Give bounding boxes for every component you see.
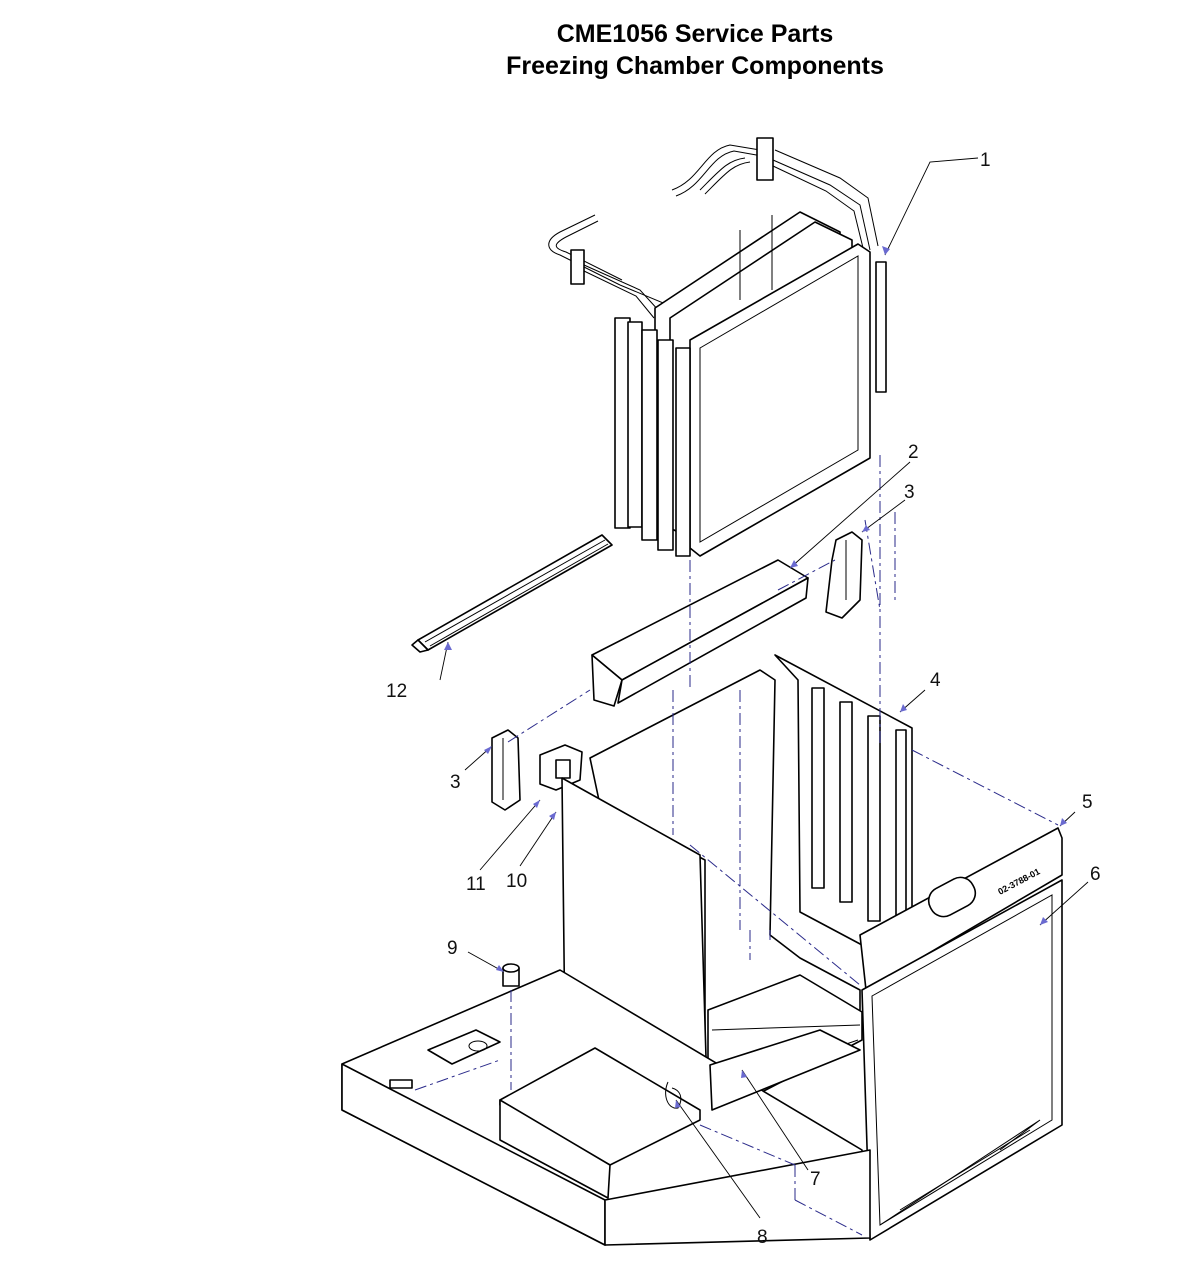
part-3-bracket-left [491,729,521,811]
part-7-ledge [709,1029,861,1111]
diagram-title: CME1056 Service Parts [556,20,834,48]
part-4-back-panel [774,654,913,946]
callout-6: 6 [1090,864,1101,885]
callout-11: 11 [466,874,486,895]
callout-5: 5 [1082,792,1093,813]
diagram-subtitle: Freezing Chamber Components [506,52,884,80]
callout-8: 8 [757,1227,768,1248]
callout-2: 2 [908,442,919,463]
part-10-11-clips [539,744,583,791]
title-block: CME1056 Service Parts Freezing Chamber C… [0,18,1177,82]
base-tray [341,969,871,1246]
callout-7: 7 [810,1169,821,1190]
callout-10: 10 [506,871,527,892]
callout-1: 1 [980,150,991,171]
callout-3-lower: 3 [450,772,461,793]
callout-3-upper: 3 [904,482,915,503]
part-9-fitting [502,963,520,987]
callout-labels: 1 2 3 3 4 5 6 7 8 9 10 11 12 [386,150,1101,1248]
part-3-bracket-right [825,531,863,619]
part-6-front-panel [861,879,1063,1241]
callout-12: 12 [386,681,407,702]
callout-9: 9 [447,938,458,959]
assembly-lines [414,455,1059,1236]
evaporator-assembly [548,137,887,557]
part-8-clip [665,1081,682,1109]
leader-lines [439,157,1089,1219]
callout-4: 4 [930,670,941,691]
part-5-side-panel: 02-3788-01 [859,827,1063,991]
part-2-distributor [591,559,809,707]
part-12-channel [411,534,613,653]
